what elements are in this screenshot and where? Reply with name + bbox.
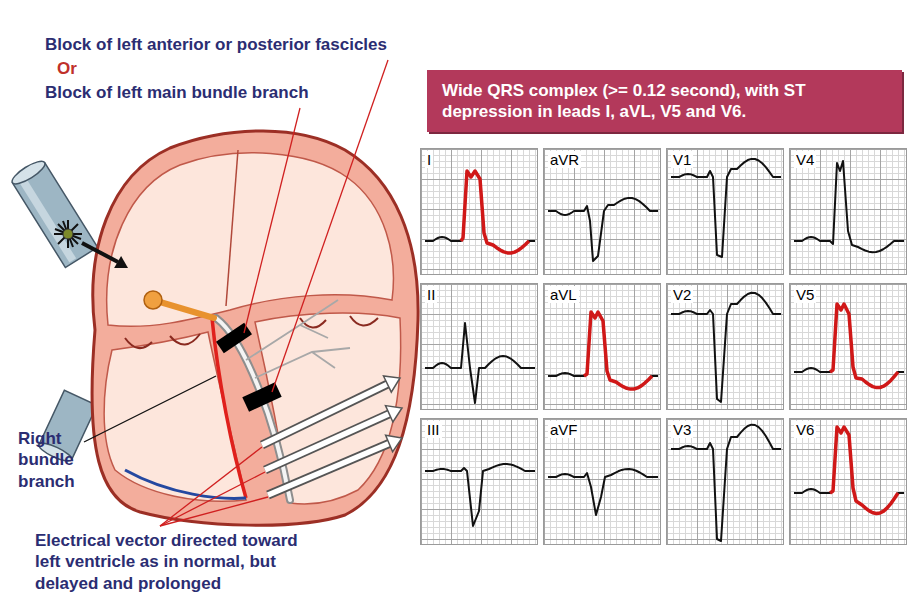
atria-cavity — [107, 153, 394, 326]
connector-word: Or — [57, 58, 77, 79]
ecg-lead-panel: V6 — [789, 418, 907, 545]
conduction-block — [242, 382, 281, 412]
lead-label: II — [425, 286, 437, 303]
arrow-shaft-core — [265, 414, 389, 470]
annotation-label: Electrical vector directed toward left v… — [35, 530, 315, 594]
ecg-lead-panel: V5 — [789, 283, 907, 410]
arrow-head — [386, 406, 403, 422]
highlighted-complex — [584, 312, 652, 389]
impulse-arrow — [82, 243, 118, 262]
annotation-label: Block of left main bundle branch — [45, 82, 309, 103]
conduction-block — [216, 323, 252, 354]
ecg-trace — [421, 284, 538, 410]
sa-node-burst — [54, 220, 82, 248]
annotation-label: Right bundle branch — [18, 428, 93, 492]
purkinje-fibers — [246, 300, 350, 378]
leader-line — [244, 108, 300, 333]
lead-label: V6 — [794, 421, 816, 438]
vein-opening — [9, 157, 48, 187]
ecg-waveform — [548, 198, 658, 261]
ecg-lead-panel: V3 — [666, 418, 784, 545]
av-node — [144, 291, 162, 309]
ecg-lead-panel: V4 — [789, 148, 907, 275]
lead-label: I — [425, 151, 433, 168]
sa-node — [63, 229, 73, 239]
left-bundle-branch — [216, 318, 290, 500]
bundle-of-his — [160, 302, 214, 318]
lead-label: V1 — [671, 151, 693, 168]
lead-label: aVL — [548, 286, 579, 303]
ecg-waveform — [548, 469, 658, 515]
lead-label: V3 — [671, 421, 693, 438]
arrow-shaft-core — [268, 444, 389, 496]
lead-label: V5 — [794, 286, 816, 303]
ecg-lead-panel: aVF — [543, 418, 661, 545]
ecg-waveform — [794, 304, 904, 388]
ecg-waveform — [794, 161, 904, 252]
annotation-label: Block of left anterior or posterior fasc… — [45, 34, 387, 55]
leader-line — [160, 447, 262, 526]
ecg-lead-panel: V1 — [666, 148, 784, 275]
leader-line — [84, 376, 216, 442]
ecg-lead-panel: aVR — [543, 148, 661, 275]
impulse-arrow-head — [114, 256, 128, 268]
lead-label: aVF — [548, 421, 580, 438]
ecg-lead-panel: V2 — [666, 283, 784, 410]
ecg-waveform — [671, 159, 781, 257]
ecg-waveform — [425, 171, 535, 253]
ecg-waveform — [794, 427, 904, 514]
heart-outline — [92, 131, 418, 525]
ecg-waveform — [671, 425, 781, 541]
ecg-lead-panel: I — [420, 148, 538, 275]
lead-label: V4 — [794, 151, 816, 168]
criteria-banner: Wide QRS complex (>= 0.12 second), with … — [427, 70, 902, 132]
criteria-text: Wide QRS complex (>= 0.12 second), with … — [442, 80, 887, 123]
leader-line — [272, 60, 388, 392]
ecg-waveform — [548, 312, 658, 389]
valve-leaflets — [125, 316, 378, 348]
arrow-shaft — [265, 414, 389, 470]
lead-label: III — [425, 421, 442, 438]
highlighted-complex — [830, 427, 898, 514]
atrial-septum — [226, 150, 238, 306]
ecg-waveform — [671, 293, 781, 402]
left-ventricle-cavity — [255, 313, 401, 504]
vein-highlight — [19, 177, 77, 263]
arrow-head — [386, 435, 402, 452]
leader-line — [160, 472, 265, 526]
highlighted-complex — [461, 171, 529, 253]
ecg-lead-panel: III — [420, 418, 538, 545]
superior-vena-cava — [9, 157, 97, 267]
left-bundle-core — [216, 318, 290, 500]
ecg-waveform — [425, 464, 535, 526]
ecg-waveform — [425, 323, 535, 403]
vector-arrows — [262, 376, 402, 495]
ecg-lead-panel: II — [420, 283, 538, 410]
arrow-shaft-core — [262, 384, 387, 445]
ecg-lead-panel: aVL — [543, 283, 661, 410]
arrow-shaft — [262, 384, 387, 445]
highlighted-complex — [830, 304, 898, 388]
lead-label: aVR — [548, 151, 581, 168]
ecg-trace — [421, 149, 538, 275]
leader-line — [160, 497, 268, 526]
arrow-head — [384, 376, 401, 392]
arrow-shaft — [268, 444, 389, 496]
lead-label: V2 — [671, 286, 693, 303]
